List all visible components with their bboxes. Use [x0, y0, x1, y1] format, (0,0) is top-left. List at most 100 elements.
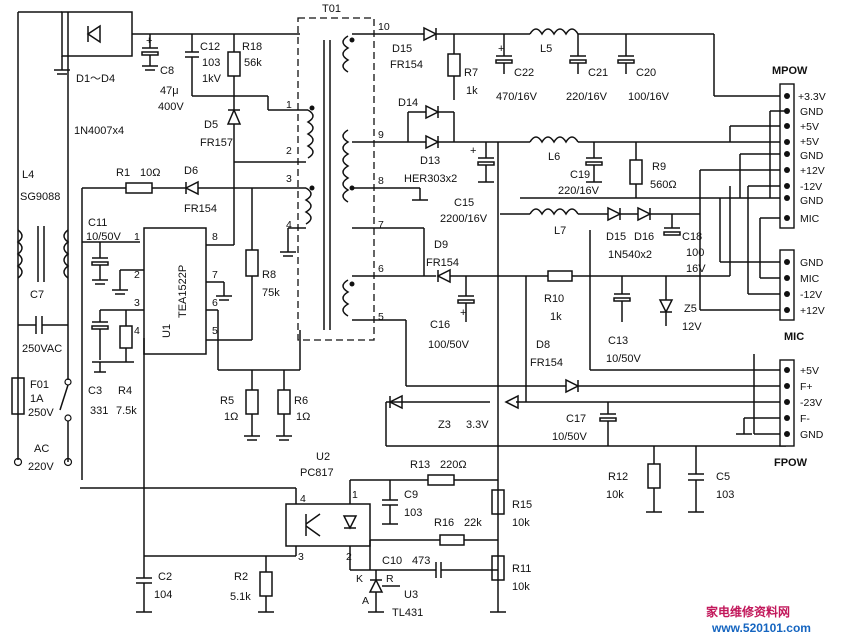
d15-part: FR154: [390, 59, 423, 71]
c2-ref: C2: [158, 571, 172, 583]
primary-section: + C8 47μ 400V C12 103 1kV R18 56k D5 FR1…: [81, 34, 310, 548]
transformer-pin-3: 3: [286, 173, 292, 185]
fpow-pin-5: GND: [800, 429, 824, 441]
c8-rating: 400V: [158, 101, 184, 113]
fuse-rating-a: 1A: [30, 393, 44, 405]
c22-ref: C22: [514, 67, 534, 79]
d16-ref: D16: [634, 231, 654, 243]
z3-ref: Z3: [438, 419, 451, 431]
choke-part: SG9088: [20, 191, 60, 203]
mpow-pin-3: +5V: [800, 121, 819, 133]
mic-pin-2: MIC: [800, 273, 820, 285]
transformer-outline: [297, 17, 375, 341]
c11-ref: C11: [88, 217, 107, 229]
d15b-ref: D15: [606, 231, 626, 243]
u3-pin-k: K: [356, 573, 363, 585]
optocoupler-body: [285, 503, 371, 547]
fpow-pin-3: -23V: [800, 397, 822, 409]
d9-ref: D9: [434, 239, 448, 251]
ic-pin-8: 8: [212, 231, 218, 243]
mic-title: MIC: [784, 331, 804, 343]
l5-ref: L5: [540, 43, 552, 55]
r15-value: 10k: [512, 517, 530, 529]
mains-label: AC: [34, 443, 49, 455]
watermark: 家电维修资料网 www.520101.com: [706, 604, 811, 635]
r16-value: 22k: [464, 517, 482, 529]
c9-value: 103: [404, 507, 422, 519]
fpow-pin-4: F-: [800, 413, 810, 425]
c5-value: 103: [716, 489, 734, 501]
transformer-pin-6: 6: [378, 263, 384, 275]
c17-ref: C17: [566, 413, 586, 425]
r12-value: 10k: [606, 489, 624, 501]
r2-value: 5.1k: [230, 591, 251, 603]
u3-pin-r: R: [386, 573, 394, 585]
switch-contact-bottom: [64, 414, 72, 422]
ac-terminal-left: [13, 457, 23, 467]
c3-ref: C3: [88, 385, 102, 397]
u2-pin-2: 2: [346, 551, 352, 563]
fpow-connector: +5V F+ -23V F- GND FPOW: [774, 359, 824, 469]
svg-text:+: +: [498, 43, 504, 55]
d9-part: FR154: [426, 257, 459, 269]
choke-coil-right: [63, 229, 70, 279]
mpow-pin-1: +3.3V: [798, 91, 826, 103]
c5-ref: C5: [716, 471, 730, 483]
c2-value: 104: [154, 589, 172, 601]
z5-ref: Z5: [684, 303, 697, 315]
svg-text:+: +: [460, 307, 466, 319]
d14-ref: D14: [398, 97, 418, 109]
r9-value: 560Ω: [650, 179, 677, 191]
u2-pin-4: 4: [300, 493, 306, 505]
z5-value: 12V: [682, 321, 702, 333]
r16-ref: R16: [434, 517, 454, 529]
transformer-pin-8: 8: [378, 175, 384, 187]
d6-part: FR154: [184, 203, 217, 215]
svg-text:+: +: [470, 145, 476, 157]
r8-value: 75k: [262, 287, 280, 299]
ic-pin-7: 7: [212, 269, 218, 281]
d16-part: 1N540x2: [608, 249, 652, 261]
r1-ref: R1: [116, 167, 130, 179]
c20-ref: C20: [636, 67, 656, 79]
z3-value: 3.3V: [466, 419, 489, 431]
mpow-pin-2: GND: [800, 106, 824, 118]
fuse-ref: F01: [30, 379, 49, 391]
u3-ref: U3: [404, 589, 418, 601]
ic-pin-1: 1: [134, 231, 140, 243]
fpow-pin-1: +5V: [800, 365, 819, 377]
transformer-pin-5: 5: [378, 311, 384, 323]
d5-ref: D5: [204, 119, 218, 131]
ic-u1-ref: U1: [161, 324, 173, 338]
transformer-pin-2: 2: [286, 145, 292, 157]
d13-ref: D13: [420, 155, 440, 167]
r6-ref: R6: [294, 395, 308, 407]
c21-value: 220/16V: [566, 91, 608, 103]
choke-ref: L4: [22, 169, 34, 181]
c7-ref: C7: [30, 289, 44, 301]
r18-value: 56k: [244, 57, 262, 69]
fpow-pin-2: F+: [800, 381, 813, 393]
d8-ref: D8: [536, 339, 550, 351]
ic-pin-4: 4: [134, 325, 140, 337]
fuse-body: [11, 377, 25, 415]
ic-pin-6: 6: [212, 297, 218, 309]
bridge-diode-icon: [86, 24, 101, 44]
fuse-rating-v: 250V: [28, 407, 54, 419]
mpow-pin-6: +12V: [800, 165, 825, 177]
r6-value: 1Ω: [296, 411, 310, 423]
c8-ref: C8: [160, 65, 174, 77]
transformer-pin-10: 10: [378, 21, 390, 33]
u2-part: PC817: [300, 467, 334, 479]
mpow-pin-7: -12V: [800, 181, 822, 193]
c10-value: 473: [412, 555, 430, 567]
c19-value: 220/16V: [558, 185, 600, 197]
r11-value: 10k: [512, 581, 530, 593]
r11-ref: R11: [512, 563, 531, 575]
r1-value: 10Ω: [140, 167, 160, 179]
r4-ref: R4: [118, 385, 132, 397]
mains-input-section: D1～D4 1N4007x4 L4 SG9088 C7 250VAC F01 1…: [11, 11, 300, 473]
watermark-site-cn: 家电维修资料网: [706, 604, 790, 619]
c7-rating: 250VAC: [22, 343, 62, 355]
mpow-pin-8: GND: [800, 195, 824, 207]
